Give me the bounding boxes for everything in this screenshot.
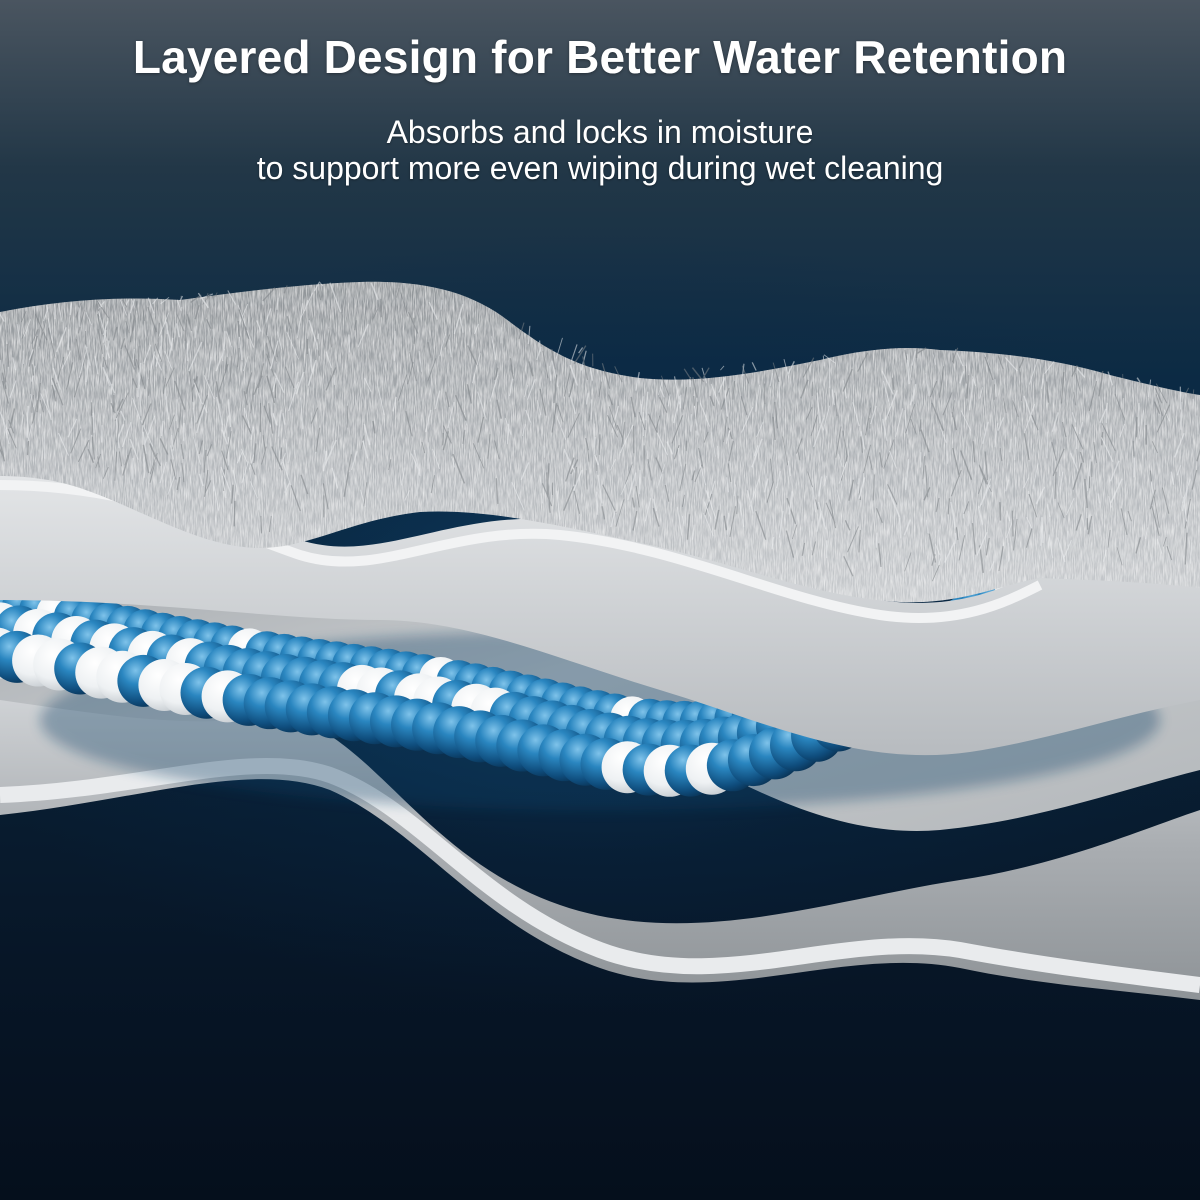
subheadline-line-1: Absorbs and locks in moisture bbox=[386, 114, 814, 150]
fiber-strands bbox=[0, 281, 1200, 582]
subheadline-line-2: to support more even wiping during wet c… bbox=[256, 150, 944, 186]
headline: Layered Design for Better Water Retentio… bbox=[132, 31, 1068, 83]
